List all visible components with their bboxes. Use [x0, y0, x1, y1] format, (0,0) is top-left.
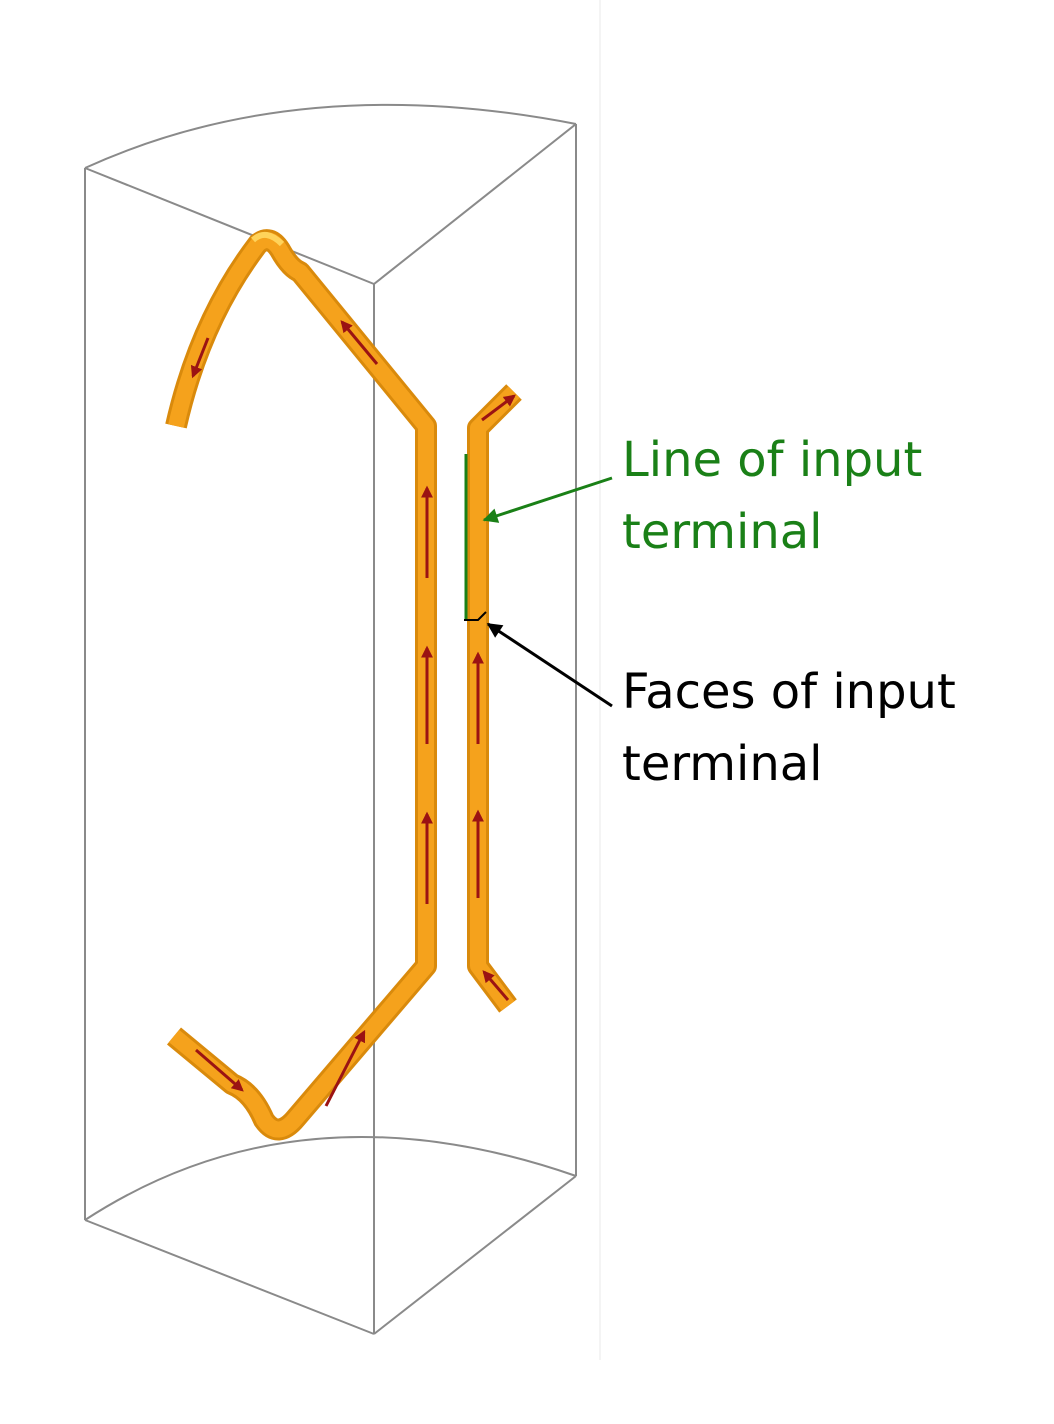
coil-left-conductor: [165, 229, 437, 1141]
arrow-icon: [481, 394, 516, 422]
faces-of-input-terminal-line2: terminal: [622, 736, 823, 792]
top-right-edge: [373, 123, 577, 285]
arrow-icon: [195, 1048, 244, 1092]
coil-left-highlight: [250, 231, 285, 247]
input-terminal-faces: [464, 611, 487, 621]
top-arc-edge: [84, 103, 577, 169]
bottom-arc-edge: [84, 1135, 577, 1221]
bottom-right-edge: [373, 1175, 577, 1335]
coil-right-body: [470, 386, 520, 1011]
coil-right-conductor: [467, 384, 522, 1013]
faces-of-input-terminal-label: Faces of input terminal: [622, 656, 956, 800]
current-arrows: [190, 320, 516, 1107]
top-left-edge: [84, 167, 375, 285]
line-of-input-terminal-label: Line of input terminal: [622, 424, 922, 568]
line-of-input-terminal-line2: terminal: [622, 504, 823, 560]
arrow-icon: [482, 970, 510, 1001]
green-pointer-arrow: [482, 476, 613, 523]
arrow-icon: [340, 320, 379, 365]
line-of-input-terminal-line1: Line of input: [622, 432, 923, 488]
coil-left-body: [168, 232, 434, 1138]
arrow-icon: [324, 1029, 366, 1107]
cylinder-sector-wireframe: [84, 103, 577, 1335]
arrow-icon: [190, 337, 210, 379]
bottom-left-edge: [84, 1219, 375, 1335]
faces-of-input-terminal-line1: Faces of input: [622, 664, 956, 720]
black-pointer-arrow: [486, 622, 613, 708]
